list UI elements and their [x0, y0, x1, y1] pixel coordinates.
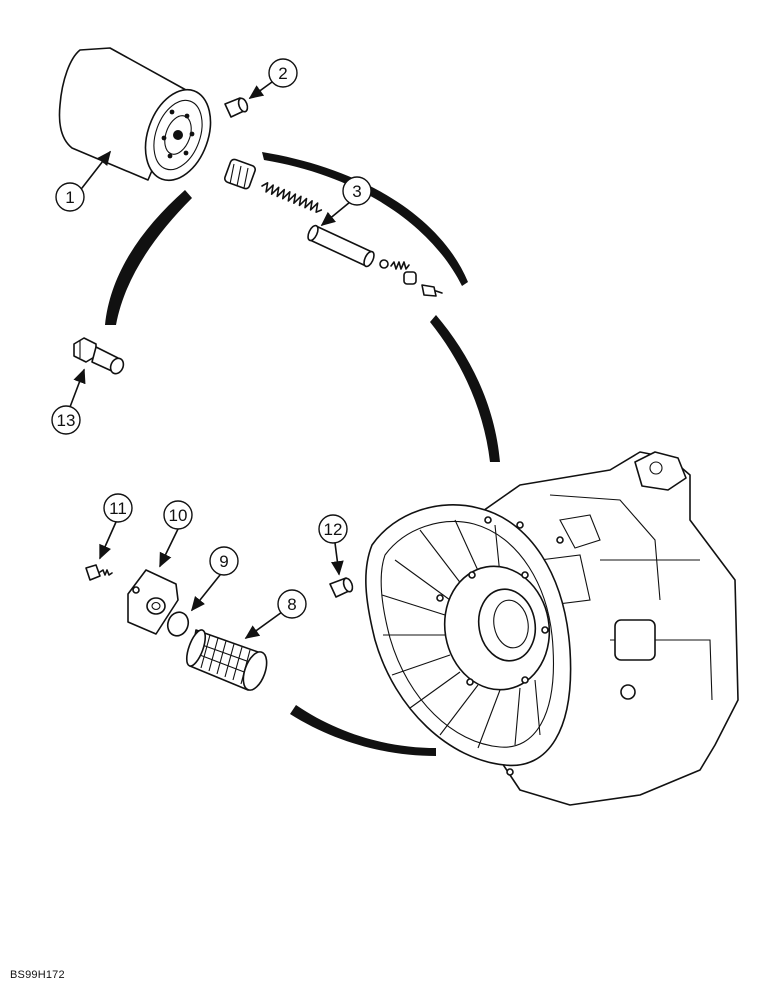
- callout-label: 12: [324, 520, 343, 539]
- flow-band-filter-to-fitting: [105, 190, 192, 325]
- figure-code: BS99H172: [10, 969, 65, 981]
- callout-1: 1: [55, 150, 111, 212]
- callout-13: 13: [51, 368, 86, 435]
- valve-spool: [224, 158, 256, 190]
- callout-12: 12: [318, 514, 348, 576]
- callout-11: 11: [99, 493, 133, 560]
- callout-label: 1: [65, 188, 74, 207]
- screen-filter-part-8: [185, 629, 268, 691]
- hose-fitting-part-13: [73, 337, 125, 375]
- valve-ball: [379, 259, 389, 269]
- transmission-housing: [365, 451, 739, 806]
- callout-2: 2: [248, 58, 298, 99]
- plug-part-12: [329, 577, 354, 598]
- callout-label: 13: [57, 411, 76, 430]
- callout-label: 9: [219, 552, 228, 571]
- callout-label: 8: [287, 595, 296, 614]
- plug-part-2: [224, 97, 249, 118]
- valve-cap-screw: [421, 284, 443, 297]
- valve-sleeve: [307, 224, 375, 268]
- callout-3: 3: [320, 176, 372, 227]
- o-ring-part-9: [166, 611, 190, 637]
- valve-spring: [261, 182, 323, 213]
- callout-label: 3: [352, 182, 361, 201]
- flow-band-lower: [290, 705, 436, 756]
- callout-9: 9: [191, 546, 239, 612]
- flow-band-to-transmission: [430, 315, 500, 462]
- cap-screw-part-11: [85, 564, 113, 581]
- relief-valve-assembly-part-3: [224, 158, 443, 297]
- callout-label: 11: [109, 499, 127, 518]
- cover-plate-part-10: [127, 569, 179, 635]
- oil-filter-part: [58, 47, 212, 182]
- valve-seat: [403, 271, 417, 285]
- flow-bands: [105, 152, 500, 756]
- callout-label: 2: [278, 64, 287, 83]
- callout-8: 8: [244, 589, 307, 639]
- callout-label: 10: [169, 506, 188, 525]
- callout-10: 10: [159, 500, 193, 568]
- valve-small-spring: [390, 261, 410, 270]
